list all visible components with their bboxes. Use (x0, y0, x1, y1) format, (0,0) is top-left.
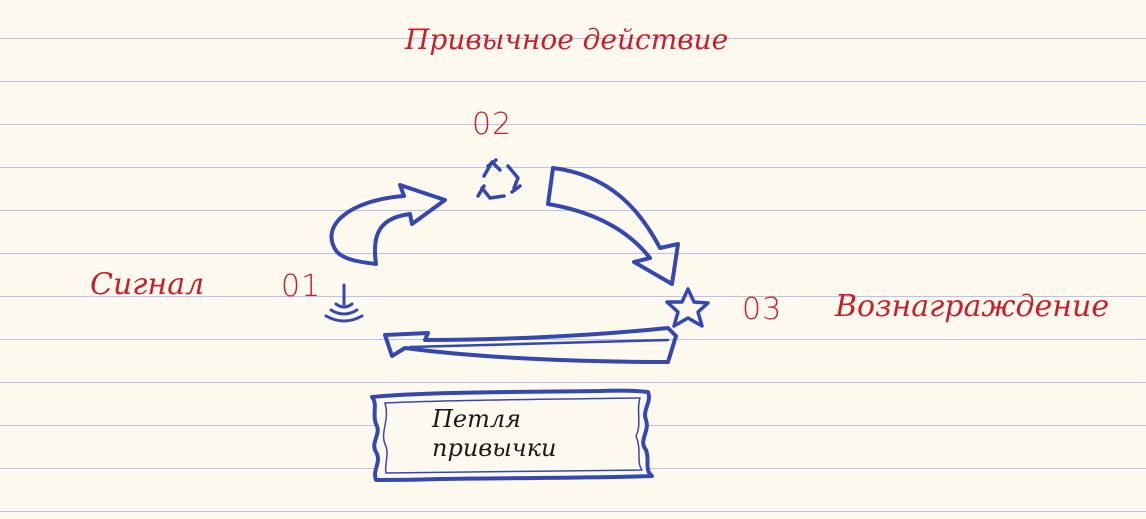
habit-loop-label: Петля привычки (432, 405, 592, 463)
recycle-icon (476, 158, 522, 200)
habit-loop-label-text: Петля привычки (432, 405, 557, 462)
arrow-reward-to-signal-inner (408, 338, 670, 349)
arrow-signal-to-action (329, 183, 447, 266)
signal-number: 01 (281, 269, 322, 304)
arrow-reward-to-signal (383, 326, 678, 364)
action-title: Привычное действие (405, 23, 729, 56)
banner-shape (370, 388, 654, 482)
reward-title: Вознаграждение (835, 289, 1110, 324)
signal-icon (324, 283, 364, 323)
reward-number: 03 (742, 292, 783, 327)
star-icon (665, 287, 710, 328)
signal-title: Сигнал (90, 267, 205, 302)
arrow-action-to-reward (546, 166, 680, 286)
banner-inner (382, 397, 643, 474)
action-number: 02 (472, 107, 513, 142)
